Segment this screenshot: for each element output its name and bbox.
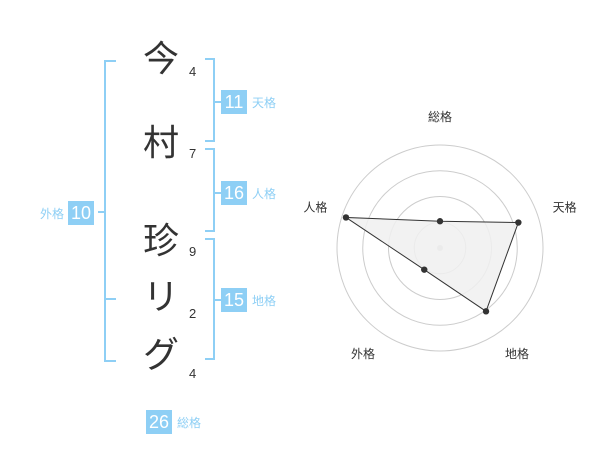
stroke-count-4: 2 (189, 306, 197, 321)
radar-point-4 (421, 266, 428, 273)
radar-point-1 (436, 218, 444, 225)
tenkaku-score: 11 天格 (221, 90, 276, 114)
chikaku-score: 15 地格 (221, 288, 276, 312)
radar-axis-label-5: 人格 (303, 200, 327, 215)
radar-point-2 (515, 219, 522, 226)
radar-points (342, 214, 522, 315)
gaikaku-label: 外格 (40, 206, 65, 221)
tenkaku-bracket-tick (213, 101, 221, 103)
radar-point-5 (342, 214, 350, 221)
name-char-2: 村 (142, 123, 179, 164)
soukaku-score: 26 総格 (146, 410, 201, 434)
stroke-count-1: 4 (189, 64, 197, 79)
radar-point-3 (482, 308, 490, 315)
stroke-count-5: 4 (189, 366, 197, 381)
jinkaku-bracket-tick (213, 192, 221, 194)
tenkaku-bracket (205, 58, 215, 142)
gaikaku-value: 10 (68, 201, 95, 225)
soukaku-label: 総格 (177, 415, 202, 430)
radar-axis-label-3: 地格 (505, 346, 529, 361)
radar-axis-label-1: 総格 (428, 109, 452, 124)
radar-axis-label-2: 天格 (553, 200, 577, 215)
jinkaku-value: 16 (221, 181, 248, 205)
radar-ring (336, 144, 544, 352)
name-char-1: 今 (142, 39, 179, 80)
jinkaku-score: 16 人格 (221, 181, 276, 205)
soukaku-value: 26 (146, 410, 173, 434)
radar-area (344, 216, 520, 313)
name-char-5: グ (142, 335, 179, 376)
name-char-4: リ (142, 277, 179, 318)
radar-ring (362, 170, 518, 326)
chikaku-label: 地格 (252, 293, 277, 308)
name-char-3: 珍 (142, 221, 179, 262)
stroke-count-2: 7 (189, 146, 197, 161)
stroke-count-3: 9 (189, 244, 197, 259)
chikaku-bracket-tick (213, 299, 221, 301)
tenkaku-value: 11 (221, 90, 247, 114)
gaikaku-bracket-tick (98, 211, 106, 213)
gaikaku-score: 外格 10 (40, 201, 95, 225)
radar-axis-label-4: 外格 (351, 346, 375, 361)
jinkaku-label: 人格 (252, 186, 277, 201)
chikaku-value: 15 (221, 288, 248, 312)
jinkaku-bracket (205, 148, 215, 232)
tenkaku-label: 天格 (252, 95, 277, 110)
gaikaku-bracket-inner-tick (106, 298, 116, 300)
